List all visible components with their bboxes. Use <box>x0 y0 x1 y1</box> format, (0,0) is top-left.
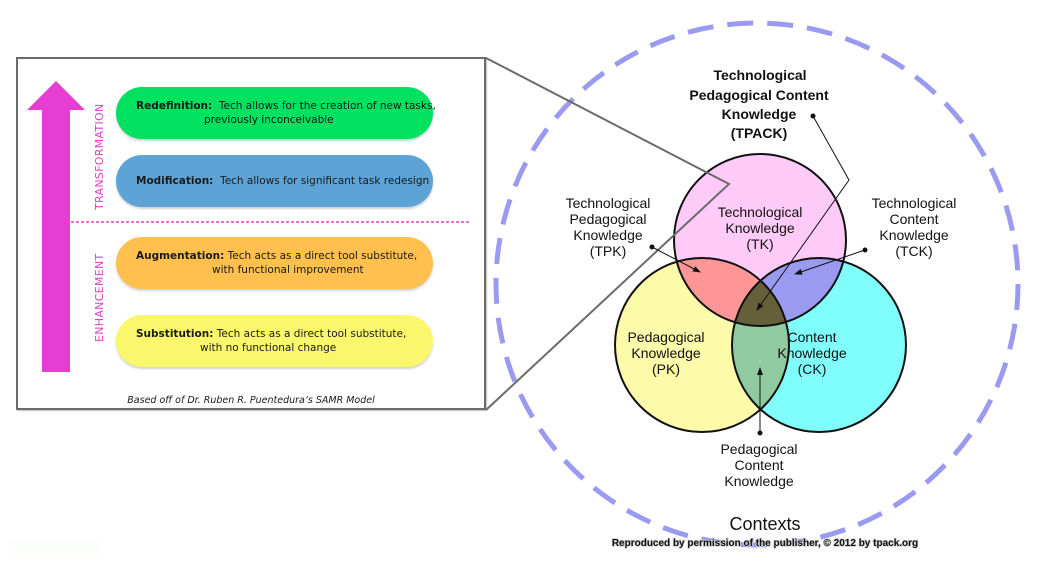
tpk-label-line: Technological <box>566 195 651 211</box>
contexts-label: Contexts <box>729 514 800 534</box>
tpk-label-line: (TPK) <box>590 243 627 259</box>
ck-label-line: Knowledge <box>777 345 846 361</box>
tk-outline <box>673 153 847 327</box>
level-desc-cont: with functional improvement <box>212 264 364 276</box>
pck-label-line: Knowledge <box>724 473 793 489</box>
level-name: Modification: <box>136 175 214 187</box>
pk-label-line: Pedagogical <box>627 329 704 345</box>
level-desc: Tech acts as a direct tool substitute, <box>213 328 407 340</box>
samr-level-substitution: Substitution: Tech acts as a direct tool… <box>116 315 433 367</box>
tpk-leader-line <box>651 246 701 273</box>
copyright-notice: Reproduced by permission of the publishe… <box>612 538 918 549</box>
level-desc-cont: with no functional change <box>200 342 337 354</box>
tpack-title-line: (TPACK) <box>731 125 788 141</box>
pck-label-line: Content <box>734 457 783 473</box>
samr-level-redefinition: Redefinition: Tech allows for the creati… <box>116 87 436 139</box>
tpk-label: Technological Pedagogical Knowledge (TPK… <box>566 195 651 259</box>
level-name: Redefinition: <box>136 100 213 112</box>
tpack-title-line: Technological <box>713 67 806 83</box>
tpk-label-line: Knowledge <box>573 227 642 243</box>
contexts-circle <box>493 20 1021 548</box>
tck-label-line: Technological <box>872 195 957 211</box>
tpack-leader-line <box>756 115 850 311</box>
faint-artifact <box>8 541 100 557</box>
tck-label: Technological Content Knowledge (TCK) <box>872 195 957 259</box>
tpack-title-line: Knowledge <box>722 106 797 122</box>
pk-label-line: (PK) <box>652 361 680 377</box>
tpack-title: Technological Pedagogical Content Knowle… <box>689 67 829 141</box>
pk-outline <box>614 257 790 433</box>
tk-label-line: Technological <box>718 204 803 220</box>
level-desc-cont: previously inconceivable <box>204 114 334 126</box>
ck-label: Content Knowledge (CK) <box>777 329 846 377</box>
tck-label-line: Knowledge <box>879 227 948 243</box>
level-desc: Tech allows for significant task redesig… <box>213 175 430 187</box>
tk-label-line: Knowledge <box>725 220 794 236</box>
ck-label-line: (CK) <box>798 361 827 377</box>
tpack-title-line: Pedagogical Content <box>689 87 829 103</box>
samr-level-modification: Modification: Tech allows for significan… <box>116 155 433 207</box>
ck-label-line: Content <box>787 329 836 345</box>
pck-label: Pedagogical Content Knowledge <box>720 441 797 489</box>
level-name: Augmentation: <box>136 250 225 262</box>
tpk-label-line: Pedagogical <box>569 211 646 227</box>
tk-label-line: (TK) <box>746 236 773 252</box>
connector-lines <box>485 57 731 411</box>
tk-label: Technological Knowledge (TK) <box>718 204 803 252</box>
tck-label-line: (TCK) <box>895 243 932 259</box>
level-desc: Tech allows for the creation of new task… <box>212 100 436 112</box>
pck-label-line: Pedagogical <box>720 441 797 457</box>
tck-leader-line <box>794 249 866 275</box>
pk-label: Pedagogical Knowledge (PK) <box>627 329 704 377</box>
level-name: Substitution: <box>136 328 214 340</box>
arrow-up-icon <box>27 81 85 372</box>
pk-label-line: Knowledge <box>631 345 700 361</box>
ck-outline <box>731 257 907 433</box>
tck-label-line: Content <box>889 211 938 227</box>
samr-level-augmentation: Augmentation: Tech acts as a direct tool… <box>116 237 433 289</box>
level-desc: Tech acts as a direct tool substitute, <box>224 250 418 262</box>
tpack-region <box>732 258 789 326</box>
samr-credit: Based off of Dr. Ruben R. Puentedura’s S… <box>127 395 375 406</box>
